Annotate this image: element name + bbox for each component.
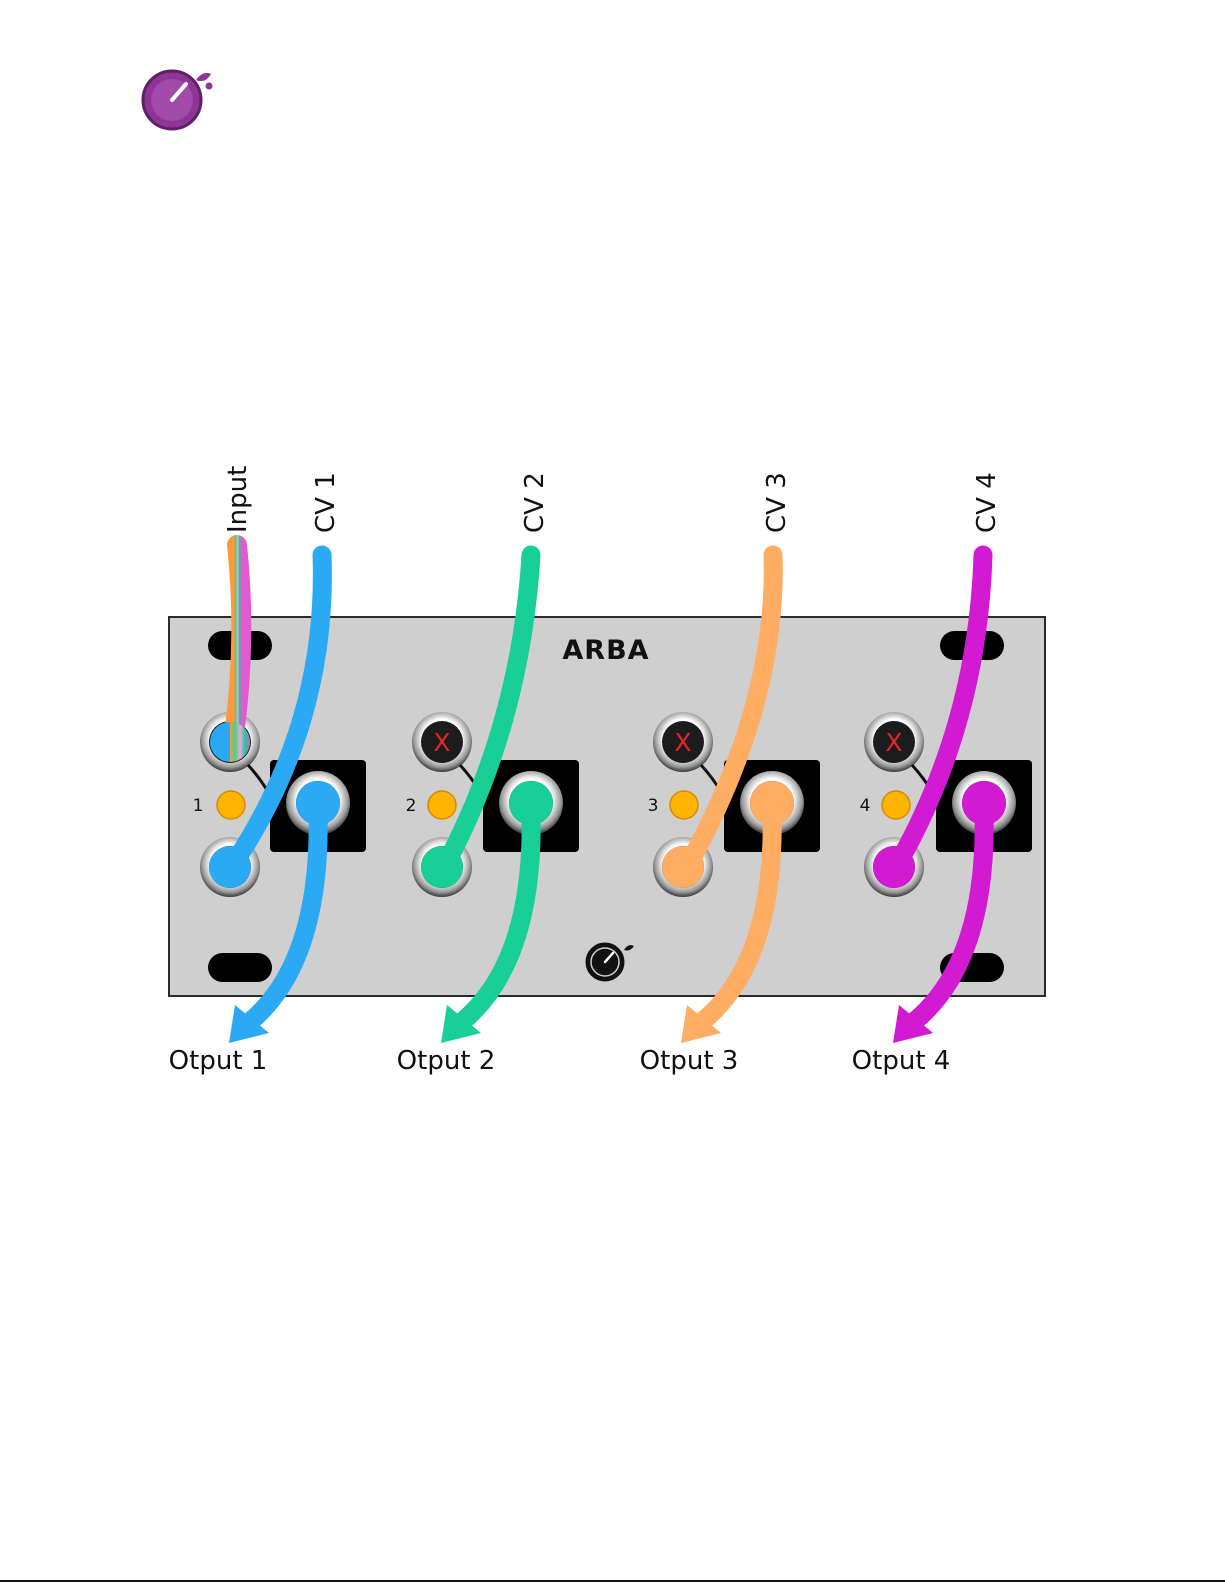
- mute-button-3[interactable]: X: [653, 712, 713, 772]
- mute-x-icon: X: [674, 728, 691, 757]
- input-label: Input: [223, 466, 253, 533]
- mute-button-4[interactable]: X: [864, 712, 924, 772]
- output-plug: [750, 781, 794, 825]
- output-label-4: Otput 4: [852, 1046, 951, 1076]
- cv-label-4: CV 4: [972, 472, 1002, 533]
- channel-number: 3: [648, 796, 659, 816]
- channel-led: [882, 791, 910, 819]
- channel-led: [670, 791, 698, 819]
- output-label-1: Otput 1: [169, 1046, 268, 1076]
- mute-x-icon: X: [433, 728, 450, 757]
- input-cable: [234, 545, 241, 735]
- mute-x-icon: X: [885, 728, 902, 757]
- output-plug: [962, 781, 1006, 825]
- cv-plug: [873, 846, 915, 888]
- channel-number: 2: [406, 796, 417, 816]
- channel-led: [428, 791, 456, 819]
- channel-led: [217, 791, 245, 819]
- cv-label-3: CV 3: [762, 472, 792, 533]
- output-plug: [296, 781, 340, 825]
- cv-label-1: CV 1: [311, 472, 341, 533]
- mute-button-2[interactable]: X: [412, 712, 472, 772]
- module-name: ARBA: [562, 635, 649, 666]
- cv-plug: [421, 846, 463, 888]
- cv-plug: [662, 846, 704, 888]
- channel-number: 1: [193, 796, 204, 816]
- cv-label-2: CV 2: [520, 472, 550, 533]
- output-plug: [509, 781, 553, 825]
- page-bottom-rule: [0, 1580, 1225, 1582]
- output-label-3: Otput 3: [640, 1046, 739, 1076]
- channel-number: 4: [860, 796, 871, 816]
- output-label-2: Otput 2: [397, 1046, 496, 1076]
- mounting-slot: [208, 953, 272, 982]
- cv-plug: [209, 846, 251, 888]
- brand-logo-icon: [143, 71, 213, 129]
